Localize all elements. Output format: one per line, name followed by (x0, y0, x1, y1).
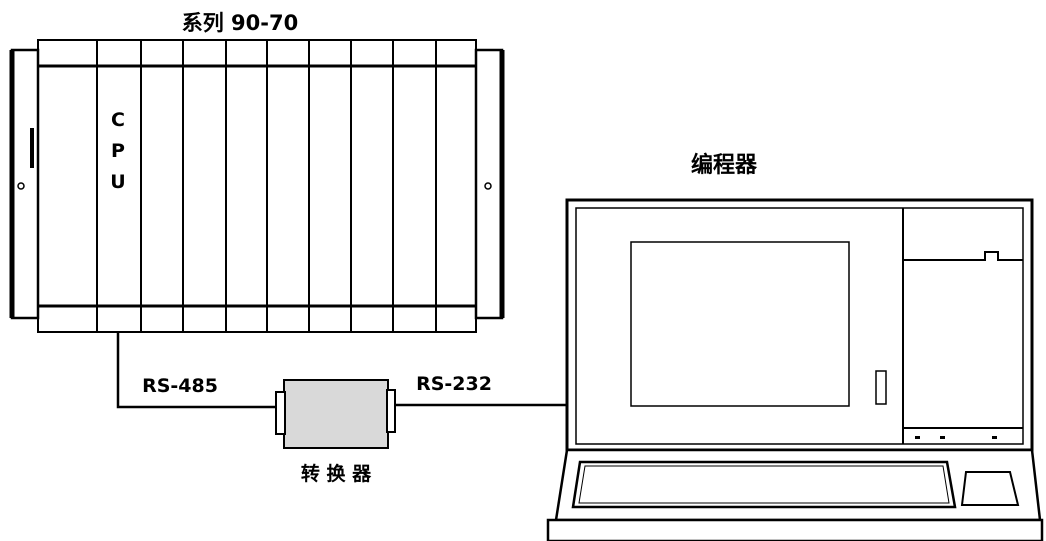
cables (116, 332, 567, 409)
programmer-slot (875, 370, 887, 405)
indicator-marks (915, 436, 997, 439)
programmer-screen (630, 241, 850, 407)
drive-bay (903, 251, 1023, 261)
converter-left-cap (275, 391, 286, 435)
cable-rs485 (116, 332, 278, 409)
programmer-lid (565, 198, 1034, 452)
plc-rack (9, 39, 505, 333)
cpu-label-letter: C (111, 109, 125, 131)
converter (275, 379, 396, 449)
rack-slots (96, 40, 437, 332)
rack-body (37, 39, 477, 333)
converter-label: 转 换 器 (301, 462, 372, 485)
label-rs485: RS-485 (142, 375, 218, 397)
mount-hole-left (17, 182, 25, 190)
programmer-base-front (546, 518, 1044, 541)
cpu-label-letter: P (111, 140, 125, 162)
cpu-label-letter: U (110, 171, 125, 193)
touchpad (960, 471, 1020, 506)
programmer (546, 198, 1044, 541)
plc-title: 系列 90-70 (182, 11, 298, 35)
label-rs232: RS-232 (416, 373, 492, 395)
keyboard (571, 460, 957, 509)
converter-body (283, 379, 389, 449)
programmer-lid-inner (575, 207, 1024, 445)
rack-latch (30, 128, 34, 168)
rack-left-flange (10, 48, 40, 320)
mount-hole-right (484, 182, 492, 190)
programmer-title: 编程器 (691, 152, 758, 178)
rack-right-flange (474, 48, 504, 320)
converter-right-cap (386, 389, 396, 433)
